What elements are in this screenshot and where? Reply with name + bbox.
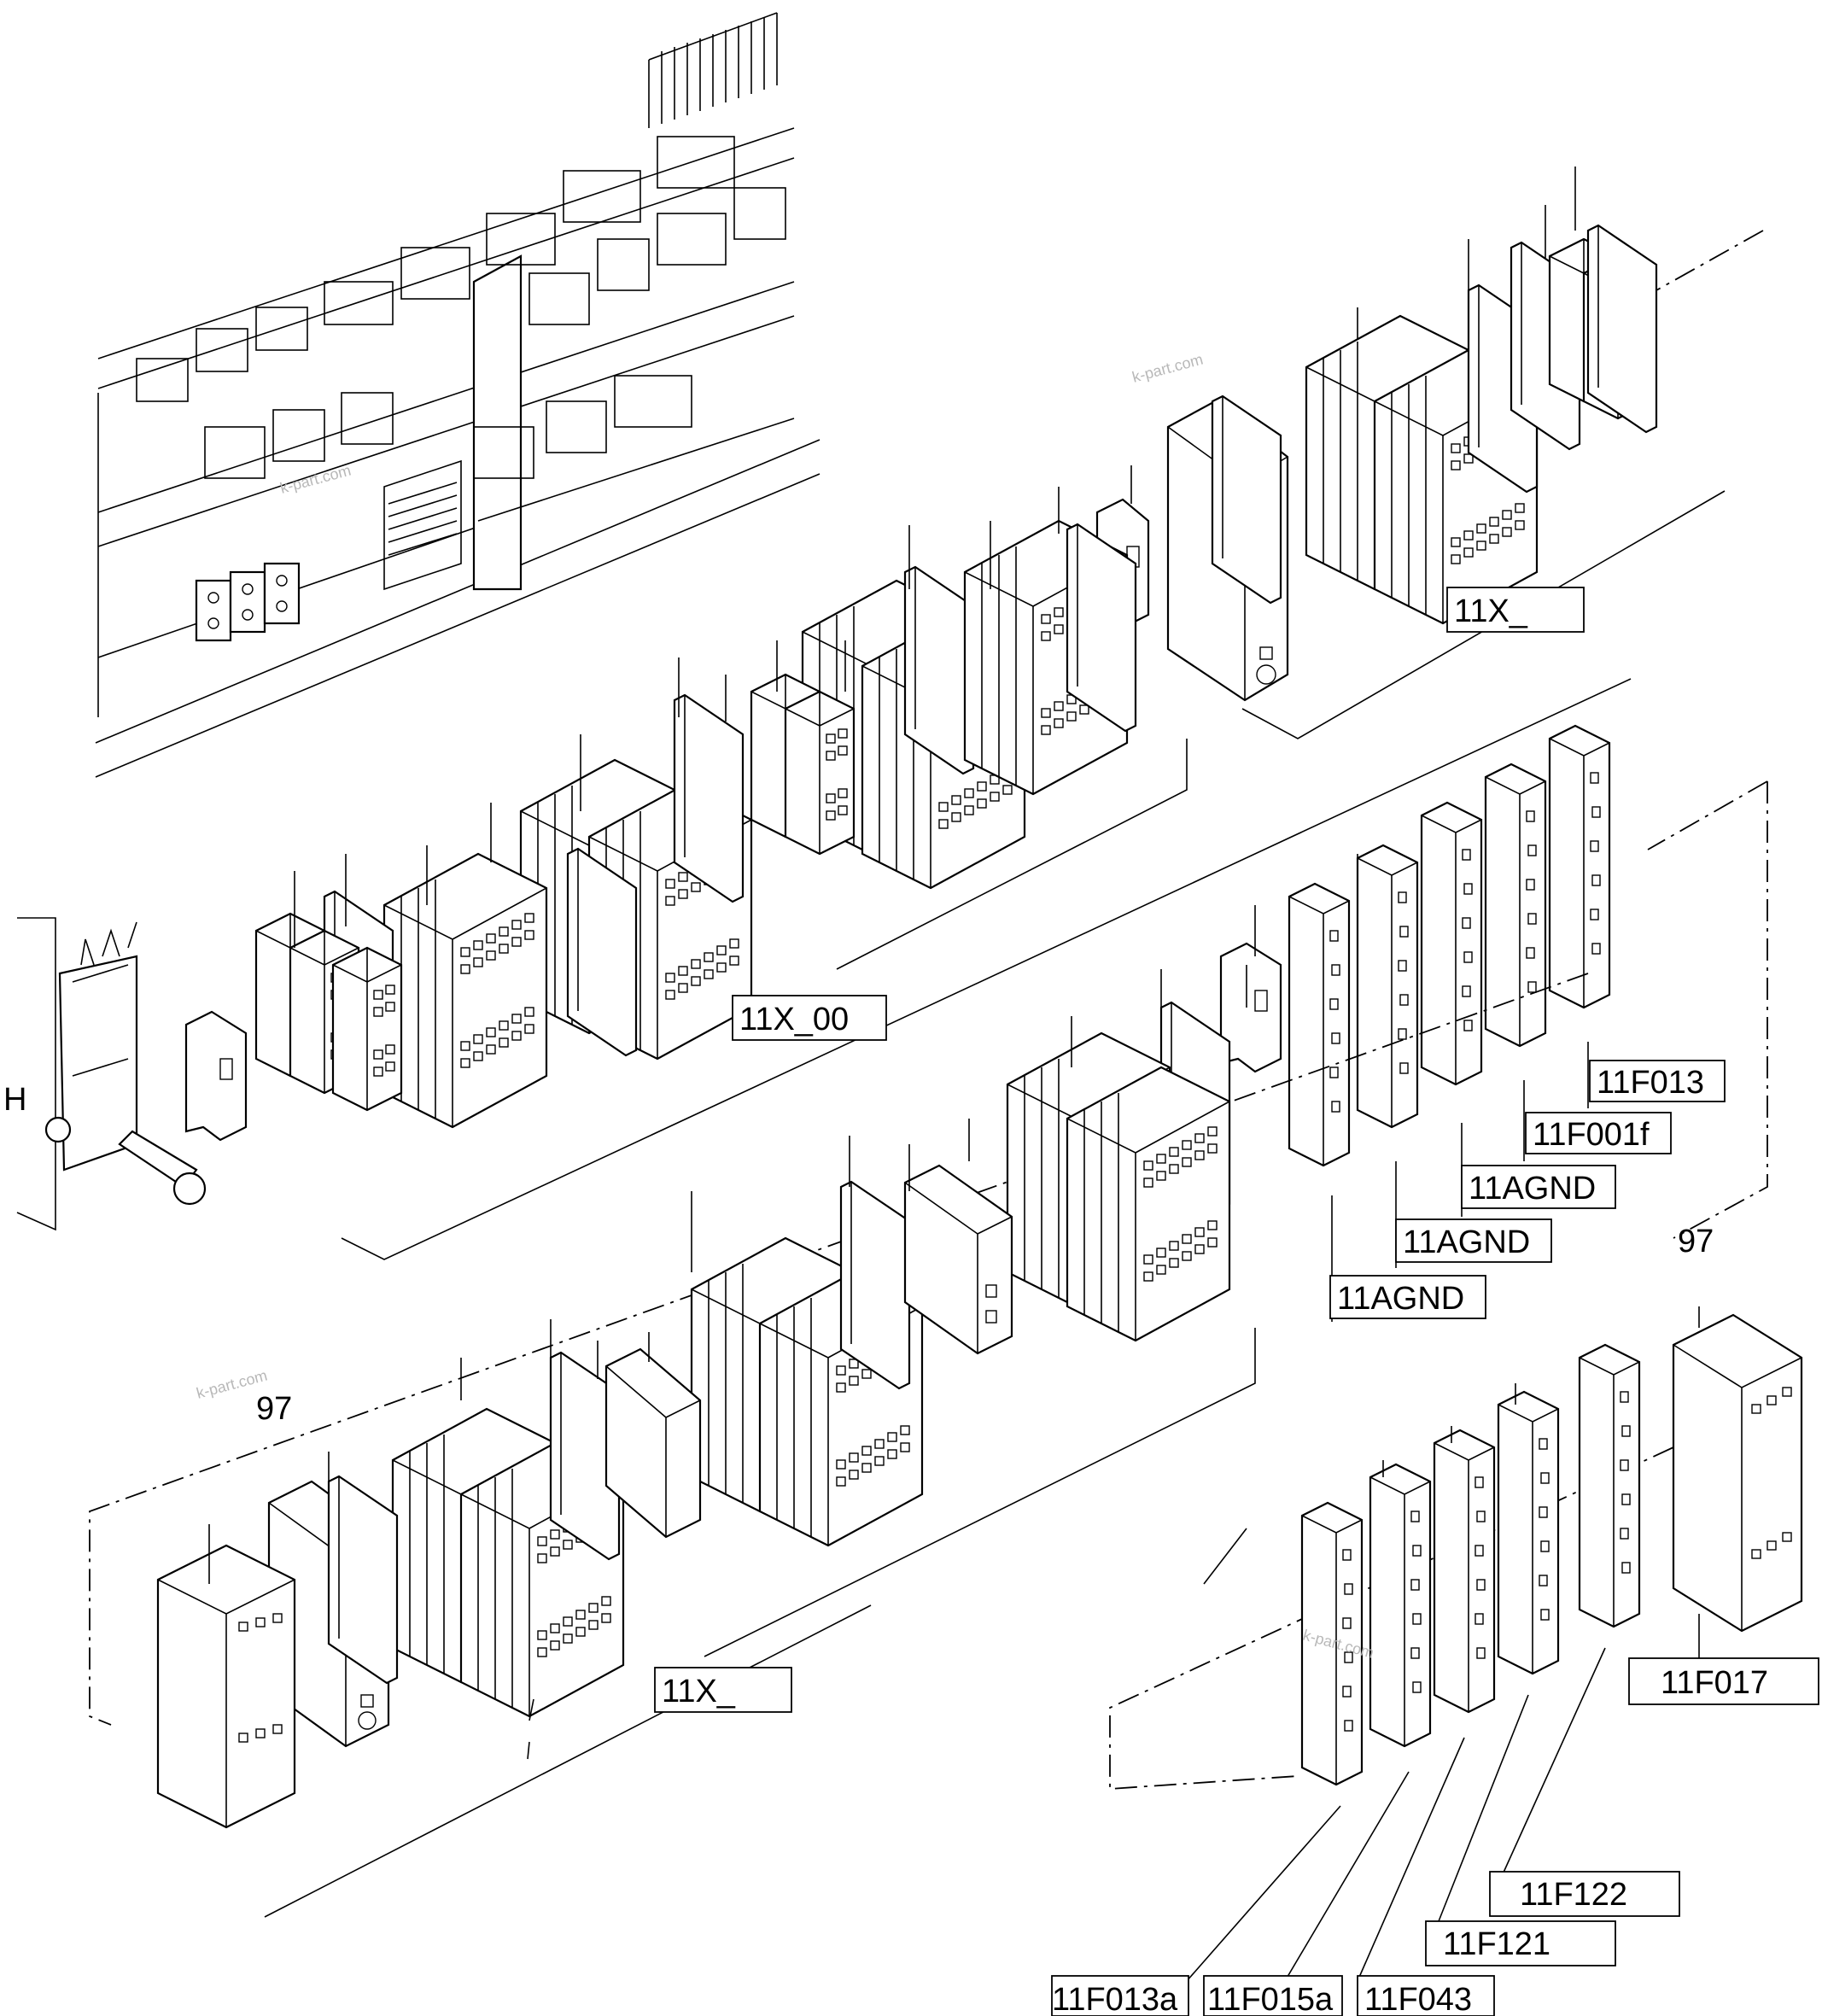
callout-11x-00: 11X_00	[732, 995, 887, 1041]
watermark: k-part.com	[278, 462, 353, 497]
label-97-left: 97	[256, 1391, 292, 1427]
callout-11f015a: 11F015a	[1203, 1975, 1343, 2016]
row-11x-top	[1095, 167, 1764, 739]
callout-label: 11F013	[1597, 1065, 1704, 1101]
callout-11x-top: 11X_	[1446, 587, 1585, 633]
callout-label: 11X_	[1454, 593, 1528, 629]
cabinet-rail-assembly	[95, 12, 820, 778]
callout-11agnd-2: 11AGND	[1395, 1218, 1552, 1263]
callout-11f001f: 11F001f	[1525, 1112, 1672, 1154]
callout-11agnd-1: 11AGND	[1461, 1165, 1616, 1209]
leader-lines	[1186, 1084, 1700, 1982]
watermark: k-part.com	[1130, 351, 1205, 386]
callout-label: 11F043	[1364, 1982, 1472, 2016]
row-11x-bottom	[89, 965, 1589, 1918]
callout-11f017: 11F017	[1628, 1657, 1819, 1705]
callout-11f013: 11F013	[1589, 1060, 1726, 1102]
callout-11f043: 11F043	[1357, 1975, 1495, 2016]
callout-label: 11AGND	[1403, 1224, 1530, 1260]
callout-11f122: 11F122	[1489, 1871, 1680, 1917]
callout-11f121: 11F121	[1425, 1920, 1616, 1966]
callout-11f013a: 11F013a	[1051, 1975, 1189, 2016]
callout-label: 11X_00	[739, 1002, 849, 1037]
callout-label: 11X_	[662, 1674, 736, 1709]
callout-11agnd-3: 11AGND	[1329, 1275, 1486, 1319]
row-11f013-group	[1219, 724, 1768, 1277]
callout-11x-bottom: 11X_	[654, 1667, 792, 1713]
callout-label: 11AGND	[1469, 1171, 1596, 1207]
callout-label: 11F013a	[1052, 1982, 1178, 2016]
callout-label: 11F121	[1443, 1926, 1550, 1962]
callout-label: 11F122	[1520, 1877, 1627, 1913]
label-h: H	[3, 1082, 26, 1118]
callout-label: 11F017	[1661, 1665, 1768, 1701]
callout-label: 11AGND	[1337, 1281, 1464, 1317]
label-97-right: 97	[1678, 1224, 1714, 1259]
callout-label: 11F001f	[1533, 1117, 1650, 1153]
row-11x-00	[16, 465, 1632, 1260]
callout-label: 11F015a	[1207, 1982, 1334, 2016]
row-11f017-group	[1109, 1306, 1803, 1790]
